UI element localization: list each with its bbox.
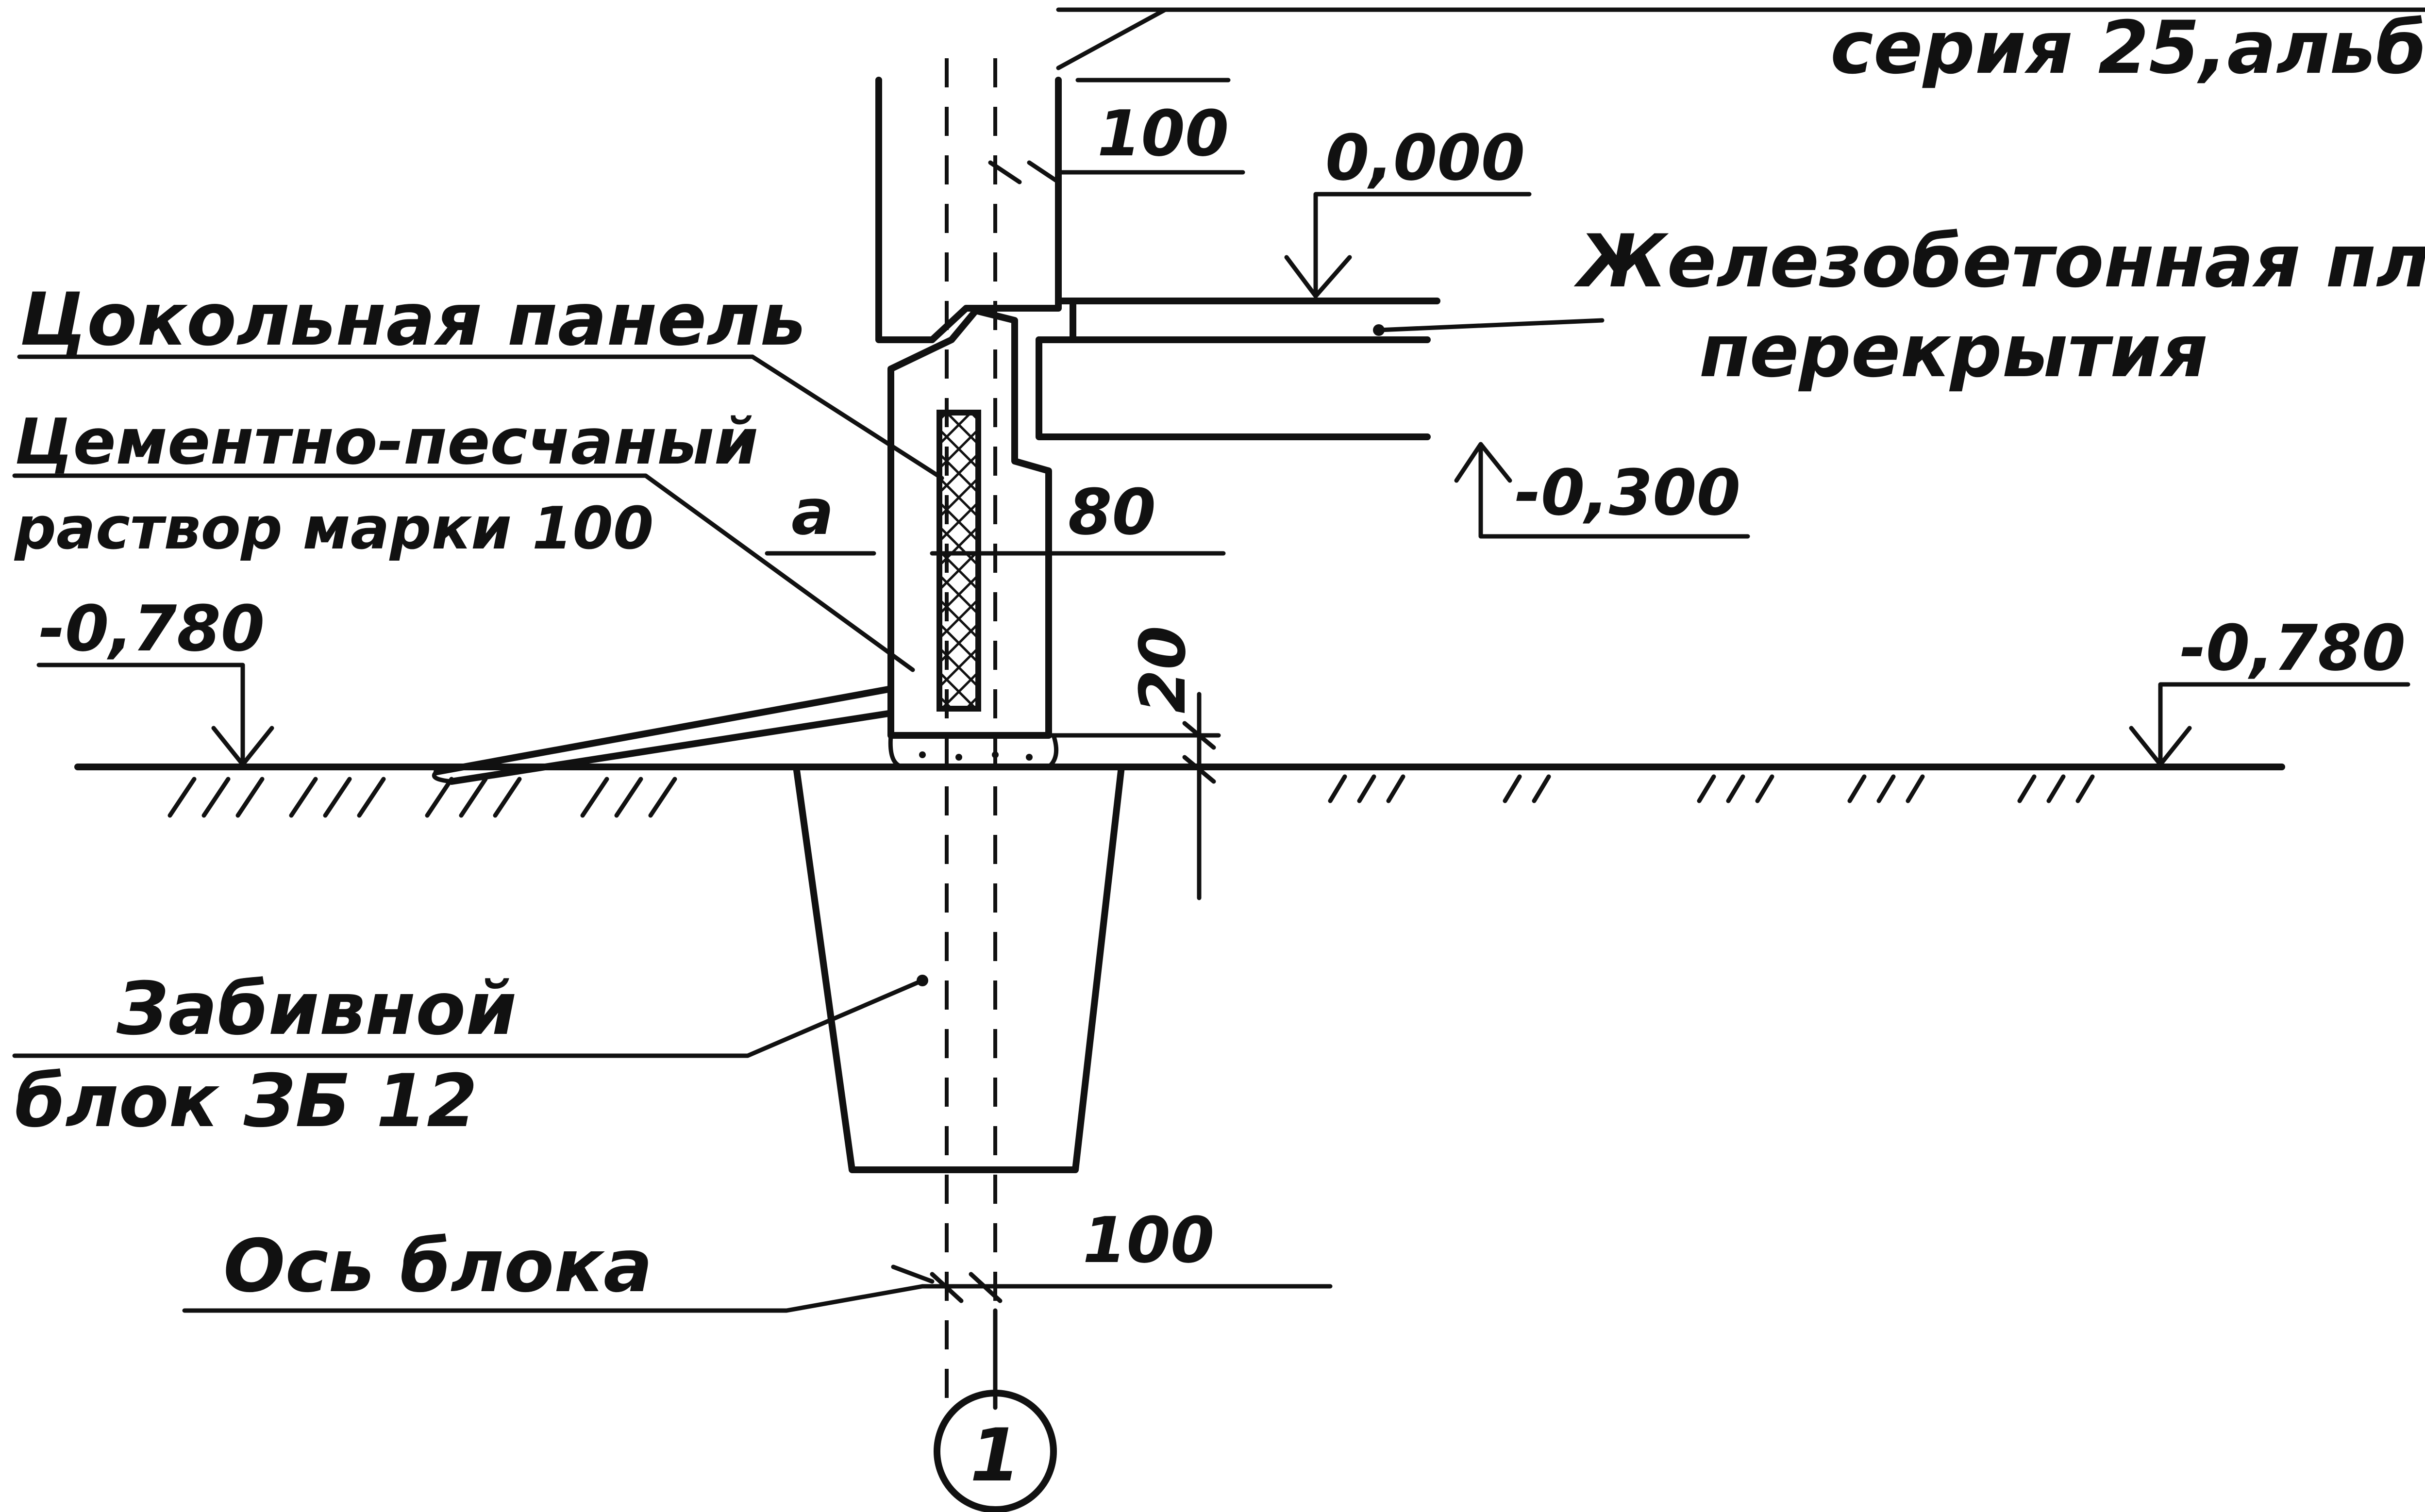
driven-block — [793, 764, 1125, 1173]
ground-line — [74, 764, 2285, 818]
wall-panel — [875, 77, 1062, 343]
level-floor-label: 0,000 — [1325, 121, 1525, 195]
dim-axis-label: 100 — [1083, 1203, 1214, 1277]
blind-area — [432, 686, 892, 785]
slab-label-line1: Железобетонная плита — [1573, 219, 2425, 304]
dimension-lines — [182, 7, 2425, 1313]
level-ground-right-label: -0,780 — [2180, 611, 2406, 685]
level-ground-left-label: -0,780 — [39, 592, 265, 665]
level-slab-bottom-label: -0,300 — [1515, 456, 1740, 530]
axis-marker: 1 — [934, 1390, 1057, 1512]
dim-wall-top-label: 100 — [1097, 97, 1229, 170]
dim-panel-label: 80 — [1068, 475, 1156, 549]
block-label-line1: Забивной — [116, 967, 517, 1051]
plinth-panel-label: Цокольная панель — [19, 278, 806, 362]
mortar-label-line2: раствор марки 100 — [14, 495, 653, 563]
slab-label-line2: перекрытия — [1699, 309, 2208, 394]
series-note-label: серия 25,альбом — [1830, 6, 2425, 90]
dim-joint-label: 20 — [1126, 626, 1200, 714]
axis-marker-number: 1 — [970, 1413, 1020, 1498]
block-axis-label: Ось блока — [223, 1224, 652, 1309]
floor-slab — [1036, 298, 1440, 440]
block-label-line2: блок ЗБ 12 — [15, 1059, 478, 1144]
level-marks — [36, 192, 2410, 767]
mark-a-label: a — [791, 475, 834, 549]
plinth-panel — [887, 307, 1052, 739]
mortar-joint — [888, 733, 1059, 769]
leader-lines — [12, 318, 1605, 1058]
mortar-label-line1: Цементно-песчаный — [15, 405, 758, 479]
